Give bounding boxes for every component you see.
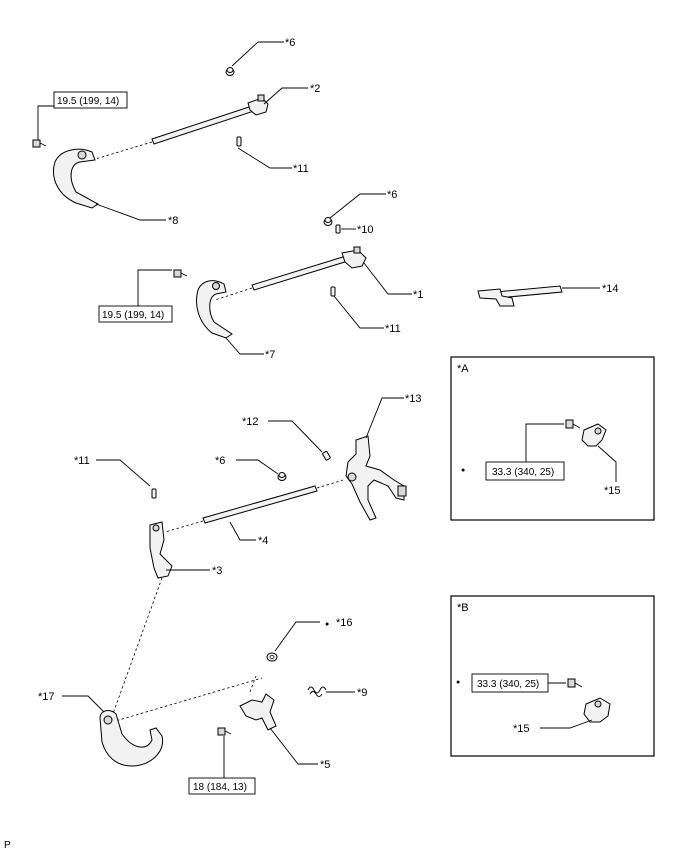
torque-value-2: 19.5 (199, 14) xyxy=(102,310,164,321)
inset-a: *A ● 33.3 (340, 25) *15 xyxy=(450,356,655,521)
callout-11-top: *11 xyxy=(293,163,309,175)
torque-value-5: 18 (184, 13) xyxy=(193,782,247,793)
callout-16: *16 xyxy=(336,617,353,629)
pin-10 xyxy=(335,224,341,234)
shift-fork-13 xyxy=(345,435,407,521)
callout-11-low: *11 xyxy=(74,455,90,467)
callout-15-b: *15 xyxy=(513,723,530,735)
bolt-bottom xyxy=(217,727,232,736)
snap-ring-16 xyxy=(266,652,278,662)
callout-11-mid: *11 xyxy=(385,323,401,335)
pin-12 xyxy=(322,450,331,461)
shift-fork-shaft-4 xyxy=(202,485,318,524)
spring-6-top xyxy=(225,67,235,76)
callout-10: *10 xyxy=(357,224,374,236)
callout-3: *3 xyxy=(212,565,222,577)
shift-fork-shaft-1 xyxy=(251,246,367,291)
torque-box-2 xyxy=(98,305,173,323)
shift-lever-5 xyxy=(239,693,277,731)
shift-fork-shaft-2 xyxy=(151,94,269,145)
shift-head-3 xyxy=(149,521,173,579)
inset-a-title: *A xyxy=(457,363,469,375)
inset-b-bullet: ● xyxy=(456,679,460,686)
spring-6-mid xyxy=(323,217,333,226)
callout-6-low: *6 xyxy=(215,455,225,467)
shift-fork-17 xyxy=(99,710,164,767)
shift-fork-8 xyxy=(53,148,99,209)
callout-6-top: *6 xyxy=(285,37,295,49)
callout-17: *17 xyxy=(38,691,55,703)
figure-code: P xyxy=(4,840,11,851)
shift-shaft-14 xyxy=(477,285,563,307)
callout-9: *9 xyxy=(357,687,367,699)
spring-9 xyxy=(307,686,327,697)
callout-5: *5 xyxy=(320,759,330,771)
bullet-16: ● xyxy=(325,621,329,628)
spring-6-low xyxy=(277,472,287,481)
inset-b-title: *B xyxy=(457,602,469,614)
inset-b: *B ● 33.3 (340, 25) *15 xyxy=(450,595,655,757)
callout-12: *12 xyxy=(242,416,259,428)
torque-value-1: 19.5 (199, 14) xyxy=(57,96,119,107)
torque-value-3: 33.3 (340, 25) xyxy=(492,467,554,478)
inset-a-bullet: ● xyxy=(461,467,465,474)
callout-14: *14 xyxy=(602,283,619,295)
callout-15-a: *15 xyxy=(604,485,621,497)
callout-4: *4 xyxy=(258,535,268,547)
callout-6-mid: *6 xyxy=(387,189,397,201)
pin-11-mid xyxy=(330,286,336,297)
torque-value-4: 33.3 (340, 25) xyxy=(477,679,539,690)
bolt-mid-left xyxy=(173,269,188,278)
callout-8: *8 xyxy=(168,215,178,227)
leader-lines xyxy=(37,41,600,778)
callout-2: *2 xyxy=(310,83,320,95)
shift-fork-7 xyxy=(196,280,233,339)
pin-11-top xyxy=(236,136,242,147)
torque-box-5 xyxy=(188,777,256,795)
callout-1: *1 xyxy=(413,289,423,301)
bolt-top-left xyxy=(32,139,47,148)
torque-box-3 xyxy=(485,461,565,481)
callout-13: *13 xyxy=(405,393,422,405)
callout-7: *7 xyxy=(265,349,275,361)
pin-11-low xyxy=(151,488,157,499)
torque-box-1 xyxy=(53,91,128,109)
